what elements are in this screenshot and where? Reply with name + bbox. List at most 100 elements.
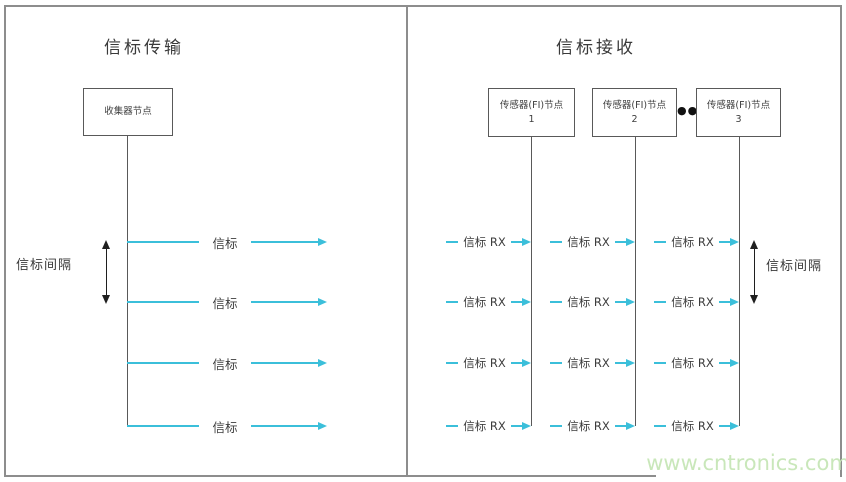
arrow-right-icon [522,238,531,246]
interval-double-arrow-icon [748,240,761,304]
rx-dash [550,362,562,364]
beacon-line [127,425,199,427]
arrow-shaft [753,247,756,297]
sensor-node-number: 2 [631,113,638,125]
rx-dash [446,362,458,364]
rx-arrow [511,298,531,306]
beacon-row: 信标 [127,234,327,251]
beacon-rx-label: 信标 RX [567,419,610,433]
interval-double-arrow-icon [100,240,113,304]
beacon-rx-row: 信标 RX [651,234,739,250]
rx-arrow [615,422,635,430]
arrow-up-icon [750,240,758,249]
rx-arrow [615,359,635,367]
sensor-node-number: 3 [735,113,742,125]
beacon-line [127,241,199,243]
right-panel-title: 信标接收 [556,38,636,58]
arrow-right-icon [626,238,635,246]
beacon-label: 信标 [212,356,238,372]
rx-arrow-line [511,362,522,364]
sensor2-timeline [634,136,636,426]
sensor-node-name: 传感器(FI)节点 [706,100,771,112]
arrow-right-icon [522,422,531,430]
rx-dash [446,241,458,243]
arrow-right-icon [522,359,531,367]
arrow-right-icon [317,422,327,430]
beacon-rx-row: 信标 RX [651,294,739,310]
arrow-down-icon [750,295,758,304]
beacon-rx-row: 信标 RX [443,294,531,310]
arrow-up-icon [102,240,110,249]
rx-arrow-line [615,241,626,243]
ellipsis-dots-icon: ●● [677,104,699,117]
beacon-arrow-line [250,362,318,364]
rx-arrow-line [719,362,730,364]
arrow-right-icon [730,422,739,430]
beacon-rx-label: 信标 RX [671,235,714,249]
panel-divider [406,5,408,477]
rx-arrow-line [511,241,522,243]
beacon-arrow [250,298,327,306]
rx-dash [654,425,666,427]
arrow-right-icon [626,298,635,306]
rx-arrow [719,422,739,430]
beacon-rx-label: 信标 RX [671,295,714,309]
sensor3-timeline [738,136,740,426]
beacon-row: 信标 [127,294,327,311]
beacon-rx-row: 信标 RX [443,234,531,250]
rx-arrow [511,422,531,430]
beacon-rx-label: 信标 RX [567,235,610,249]
beacon-label: 信标 [212,295,238,311]
beacon-rx-label: 信标 RX [567,295,610,309]
beacon-interval-label: 信标间隔 [766,259,823,274]
beacon-arrow-line [250,425,318,427]
rx-arrow [719,238,739,246]
beacon-rx-row: 信标 RX [651,418,739,434]
collector-node-box: 收集器节点 [83,88,173,136]
sensor-node-name: 传感器(FI)节点 [499,100,564,112]
beacon-line [127,301,199,303]
arrow-right-icon [626,359,635,367]
beacon-line [127,362,199,364]
rx-arrow [511,238,531,246]
left-panel-title: 信标传输 [104,38,184,58]
beacon-arrow [250,359,327,367]
rx-dash [654,301,666,303]
sensor-node-name: 传感器(FI)节点 [602,100,667,112]
beacon-rx-label: 信标 RX [463,295,506,309]
sensor-node-number: 1 [528,113,535,125]
arrow-right-icon [317,298,327,306]
rx-arrow-line [511,301,522,303]
rx-arrow-line [615,362,626,364]
beacon-row: 信标 [127,418,327,435]
arrow-shaft [105,247,108,297]
rx-arrow-line [719,301,730,303]
rx-dash [550,425,562,427]
beacon-rx-label: 信标 RX [463,356,506,370]
arrow-right-icon [317,359,327,367]
arrow-right-icon [730,298,739,306]
rx-dash [550,241,562,243]
rx-dash [654,241,666,243]
arrow-right-icon [626,422,635,430]
beacon-rx-row: 信标 RX [547,355,635,371]
rx-arrow [719,298,739,306]
beacon-rx-label: 信标 RX [463,419,506,433]
rx-dash [446,301,458,303]
beacon-arrow [250,422,327,430]
beacon-arrow [250,238,327,246]
rx-dash [446,425,458,427]
rx-arrow [511,359,531,367]
rx-arrow [719,359,739,367]
beacon-label: 信标 [212,419,238,435]
beacon-row: 信标 [127,355,327,372]
beacon-rx-row: 信标 RX [443,355,531,371]
rx-arrow-line [615,425,626,427]
rx-arrow-line [719,425,730,427]
beacon-rx-label: 信标 RX [463,235,506,249]
beacon-interval-label: 信标间隔 [16,258,73,273]
